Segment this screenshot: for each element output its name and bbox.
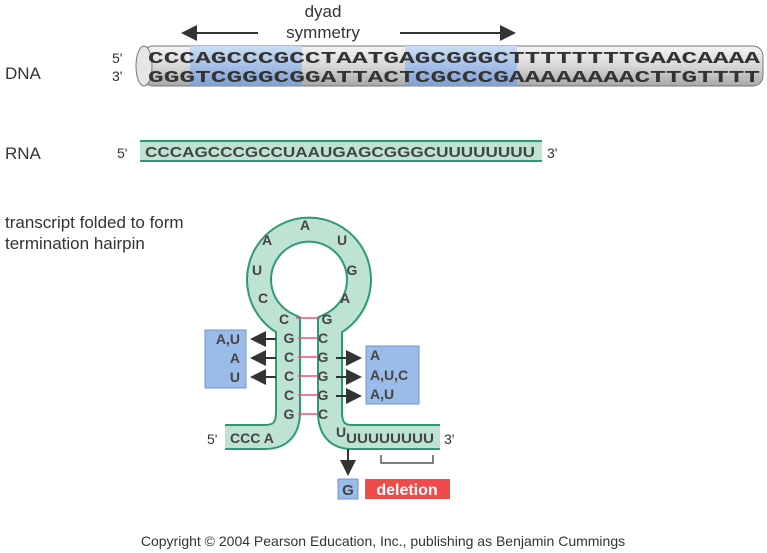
loop-nt: U xyxy=(252,262,262,278)
hairpin-3prime: 3' xyxy=(444,431,454,447)
dna-tube xyxy=(135,45,764,87)
hairpin xyxy=(225,216,440,450)
copyright: Copyright © 2004 Pearson Education, Inc.… xyxy=(141,533,625,549)
rna-5prime: 5' xyxy=(117,145,127,161)
loop-nt: C xyxy=(279,311,289,327)
dna-label: DNA xyxy=(5,64,42,83)
hairpin-tail3: UUUUUUUU xyxy=(346,430,434,446)
rna-3prime: 3' xyxy=(547,145,557,161)
g-mutation: G xyxy=(342,482,354,499)
right-mutation-box xyxy=(365,345,420,405)
stem-left-nt: G xyxy=(284,330,295,346)
folded-label-line1: transcript folded to form xyxy=(5,213,184,232)
stem-right-nt: G xyxy=(318,368,329,384)
deletion-box xyxy=(365,479,450,499)
right-mutation: A,U,C xyxy=(370,367,408,383)
rna-label: RNA xyxy=(5,144,42,163)
dna-bottom-strand: GGGTCGGGCGGATTACTCGCCCGAAAAAAAACTTGTTTT xyxy=(148,69,760,88)
stem-left-nt: G xyxy=(284,406,295,422)
loop-nt: U xyxy=(337,232,347,248)
loop-nt: A xyxy=(340,290,350,306)
base-pair-lines xyxy=(296,317,320,415)
left-mutation: U xyxy=(230,369,240,385)
loop-nt: G xyxy=(347,262,358,278)
stem-left-nt: C xyxy=(284,387,294,403)
hairpin-5prime: 5' xyxy=(207,431,217,447)
g-mutation-box xyxy=(337,478,359,500)
stem-right-nt: C xyxy=(318,406,328,422)
left-mutation: A,U xyxy=(216,331,240,347)
left-mutation: A xyxy=(230,350,240,366)
stem-left-nt: C xyxy=(284,368,294,384)
loop-nt: A xyxy=(262,232,272,248)
stem-right-nt: G xyxy=(318,349,329,365)
stem-right-nt: C xyxy=(318,330,328,346)
loop-nt: C xyxy=(258,290,268,306)
left-mutation-box xyxy=(204,329,247,389)
dna-3prime: 3' xyxy=(112,68,122,84)
deletion-bracket xyxy=(380,455,434,464)
dyad-label-1: dyad xyxy=(305,2,342,21)
dna-5prime: 5' xyxy=(112,50,122,66)
loop-nt: A xyxy=(300,217,310,233)
dna-top-strand: CCCAGCCCGCCTAATGAGCGGGCTTTTTTTTGAACAAAA xyxy=(148,50,761,69)
rna-sequence: CCCAGCCCGCCUAAUGAGCGGGCUUUUUUUU xyxy=(145,144,535,161)
loop-nt: G xyxy=(322,311,333,327)
dyad-region-left xyxy=(190,46,302,86)
right-mutation: A,U xyxy=(370,386,394,402)
hairpin-tail5: CCC A xyxy=(230,430,274,446)
deletion-label: deletion xyxy=(376,482,437,499)
stem-left-nt: C xyxy=(284,349,294,365)
folded-label-line2: termination hairpin xyxy=(5,234,145,253)
dyad-label-2: symmetry xyxy=(286,23,360,42)
stem-right-nt: G xyxy=(318,387,329,403)
right-mutation: A xyxy=(370,347,380,363)
rna-strand xyxy=(140,141,542,161)
dyad-region-right xyxy=(405,46,517,86)
hairpin-tail3-first: U xyxy=(336,424,346,440)
